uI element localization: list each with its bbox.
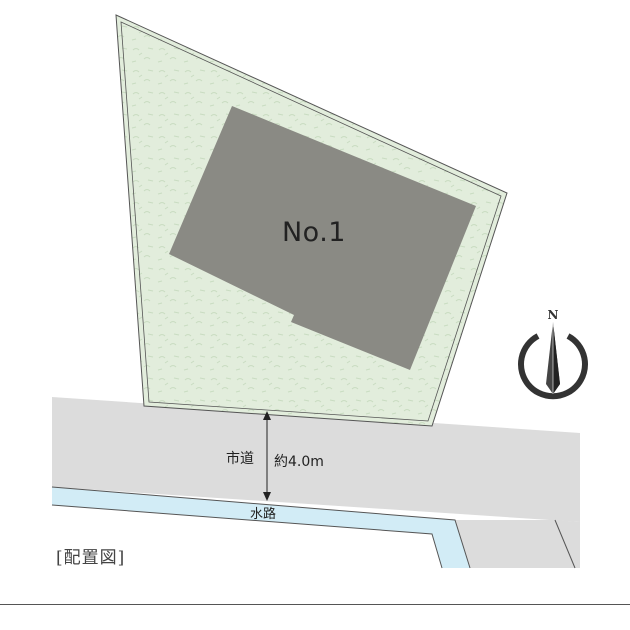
bottom-divider (0, 604, 630, 605)
road-name-label: 市道 (226, 450, 254, 467)
lower-ground (458, 520, 580, 568)
road-area (52, 397, 580, 522)
road-width-label: 約4.0m (274, 454, 324, 470)
building-no1 (169, 106, 476, 370)
arrow-down-icon (263, 492, 271, 501)
lot-inner-line (120, 21, 502, 422)
waterway-area (52, 487, 470, 568)
building-label: No.1 (282, 217, 346, 248)
waterway-edge-bottom (51, 504, 443, 569)
arrow-up-icon (263, 411, 271, 420)
road-edge-right (554, 519, 576, 569)
waterway-label: 水路 (250, 506, 276, 522)
figure-caption: [配置図] (56, 548, 126, 568)
north-letter: N (548, 308, 559, 322)
waterway-edge-top (51, 486, 471, 569)
north-compass-icon: N (518, 308, 588, 400)
lower-ground-fill (455, 520, 575, 568)
